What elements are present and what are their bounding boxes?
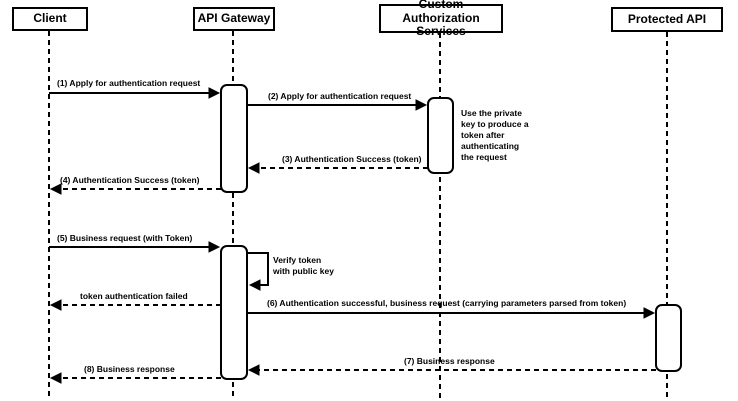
actor-protected-api: Protected API xyxy=(611,7,723,32)
activation-api-gateway-1 xyxy=(220,84,248,193)
message-7-label: (7) Business response xyxy=(404,356,495,366)
activation-protected-api xyxy=(655,304,682,372)
message-2-label: (2) Apply for authentication request xyxy=(268,91,412,101)
message-8-label: (8) Business response xyxy=(84,364,175,374)
message-1-label: (1) Apply for authentication request xyxy=(57,78,201,88)
activation-api-gateway-2 xyxy=(220,245,248,380)
actor-api-gateway: API Gateway xyxy=(193,7,275,31)
message-4-label: (4) Authentication Success (token) xyxy=(60,175,200,185)
arrow-self-message-verify-token xyxy=(247,252,269,291)
note-private-key: Use the private key to produce a token a… xyxy=(461,108,529,163)
self-message-verify-token-label: Verify token with public key xyxy=(273,255,334,277)
message-5-label: (5) Business request (with Token) xyxy=(57,233,193,243)
actor-custom-authorization-services-label: Custom Authorization Services xyxy=(402,0,480,39)
actor-protected-api-label: Protected API xyxy=(627,11,707,26)
message-6-label: (6) Authentication successful, business … xyxy=(267,298,627,308)
message-token-failed-label: token authentication failed xyxy=(80,291,188,301)
actor-custom-authorization-services: Custom Authorization Services xyxy=(379,0,503,38)
actor-api-gateway-label: API Gateway xyxy=(197,11,271,26)
actor-client: Client xyxy=(12,7,88,31)
message-3-label: (3) Authentication Success (token) xyxy=(282,154,422,164)
actor-client-label: Client xyxy=(33,11,67,26)
activation-custom-authorization-services xyxy=(427,97,454,174)
